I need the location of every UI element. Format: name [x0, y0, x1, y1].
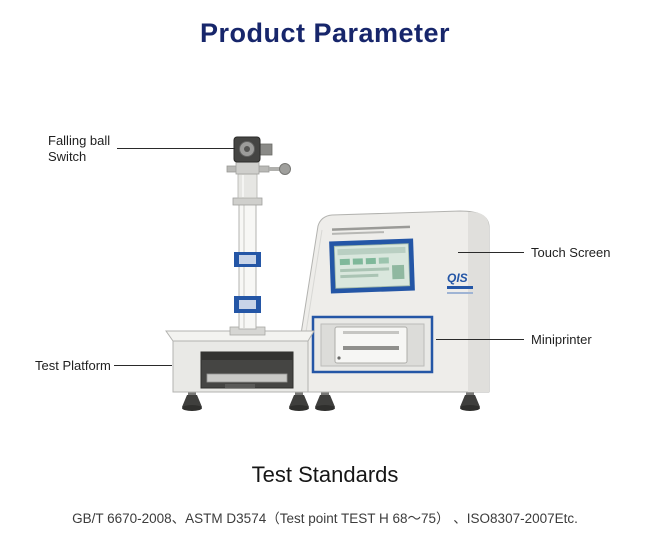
machine-base	[165, 330, 315, 393]
standards-text: GB/T 6670-2008、ASTM D3574（Test point TES…	[72, 511, 578, 526]
miniprinter-leader-line	[436, 339, 524, 340]
section-title: Test Standards	[251, 462, 399, 487]
machine-foot	[315, 390, 335, 411]
page-title: Product Parameter	[199, 18, 451, 48]
qis-logo-text: QIS	[447, 271, 468, 285]
release-handle	[269, 167, 281, 171]
console-model-label	[331, 225, 411, 231]
callout-touch-screen: Touch Screen	[531, 245, 611, 260]
qis-logo: QIS	[447, 271, 473, 294]
touch-screen	[329, 238, 415, 294]
machine-foot	[460, 390, 480, 411]
column-clamp-lower	[234, 296, 261, 313]
callout-miniprinter: Miniprinter	[531, 332, 592, 347]
callout-falling-ball-switch: Falling ball Switch	[48, 133, 111, 164]
column-clamp-upper	[234, 252, 261, 267]
platform-handle	[225, 384, 255, 388]
drop-column	[229, 202, 266, 336]
test-platform-plate	[206, 373, 288, 383]
falling-ball-leader-line	[117, 148, 235, 149]
callout-test-platform: Test Platform	[35, 358, 111, 373]
console-model-sublabel	[331, 231, 385, 235]
test-platform-cavity	[200, 351, 294, 389]
machine-foot	[289, 390, 309, 411]
test-platform-leader-line	[114, 365, 172, 366]
machine-feet	[182, 390, 480, 411]
miniprinter	[311, 315, 434, 374]
machine-foot	[182, 390, 202, 411]
falling-ball-switch	[226, 136, 291, 206]
release-knob	[279, 163, 291, 175]
touch-screen-leader-line	[458, 252, 524, 253]
